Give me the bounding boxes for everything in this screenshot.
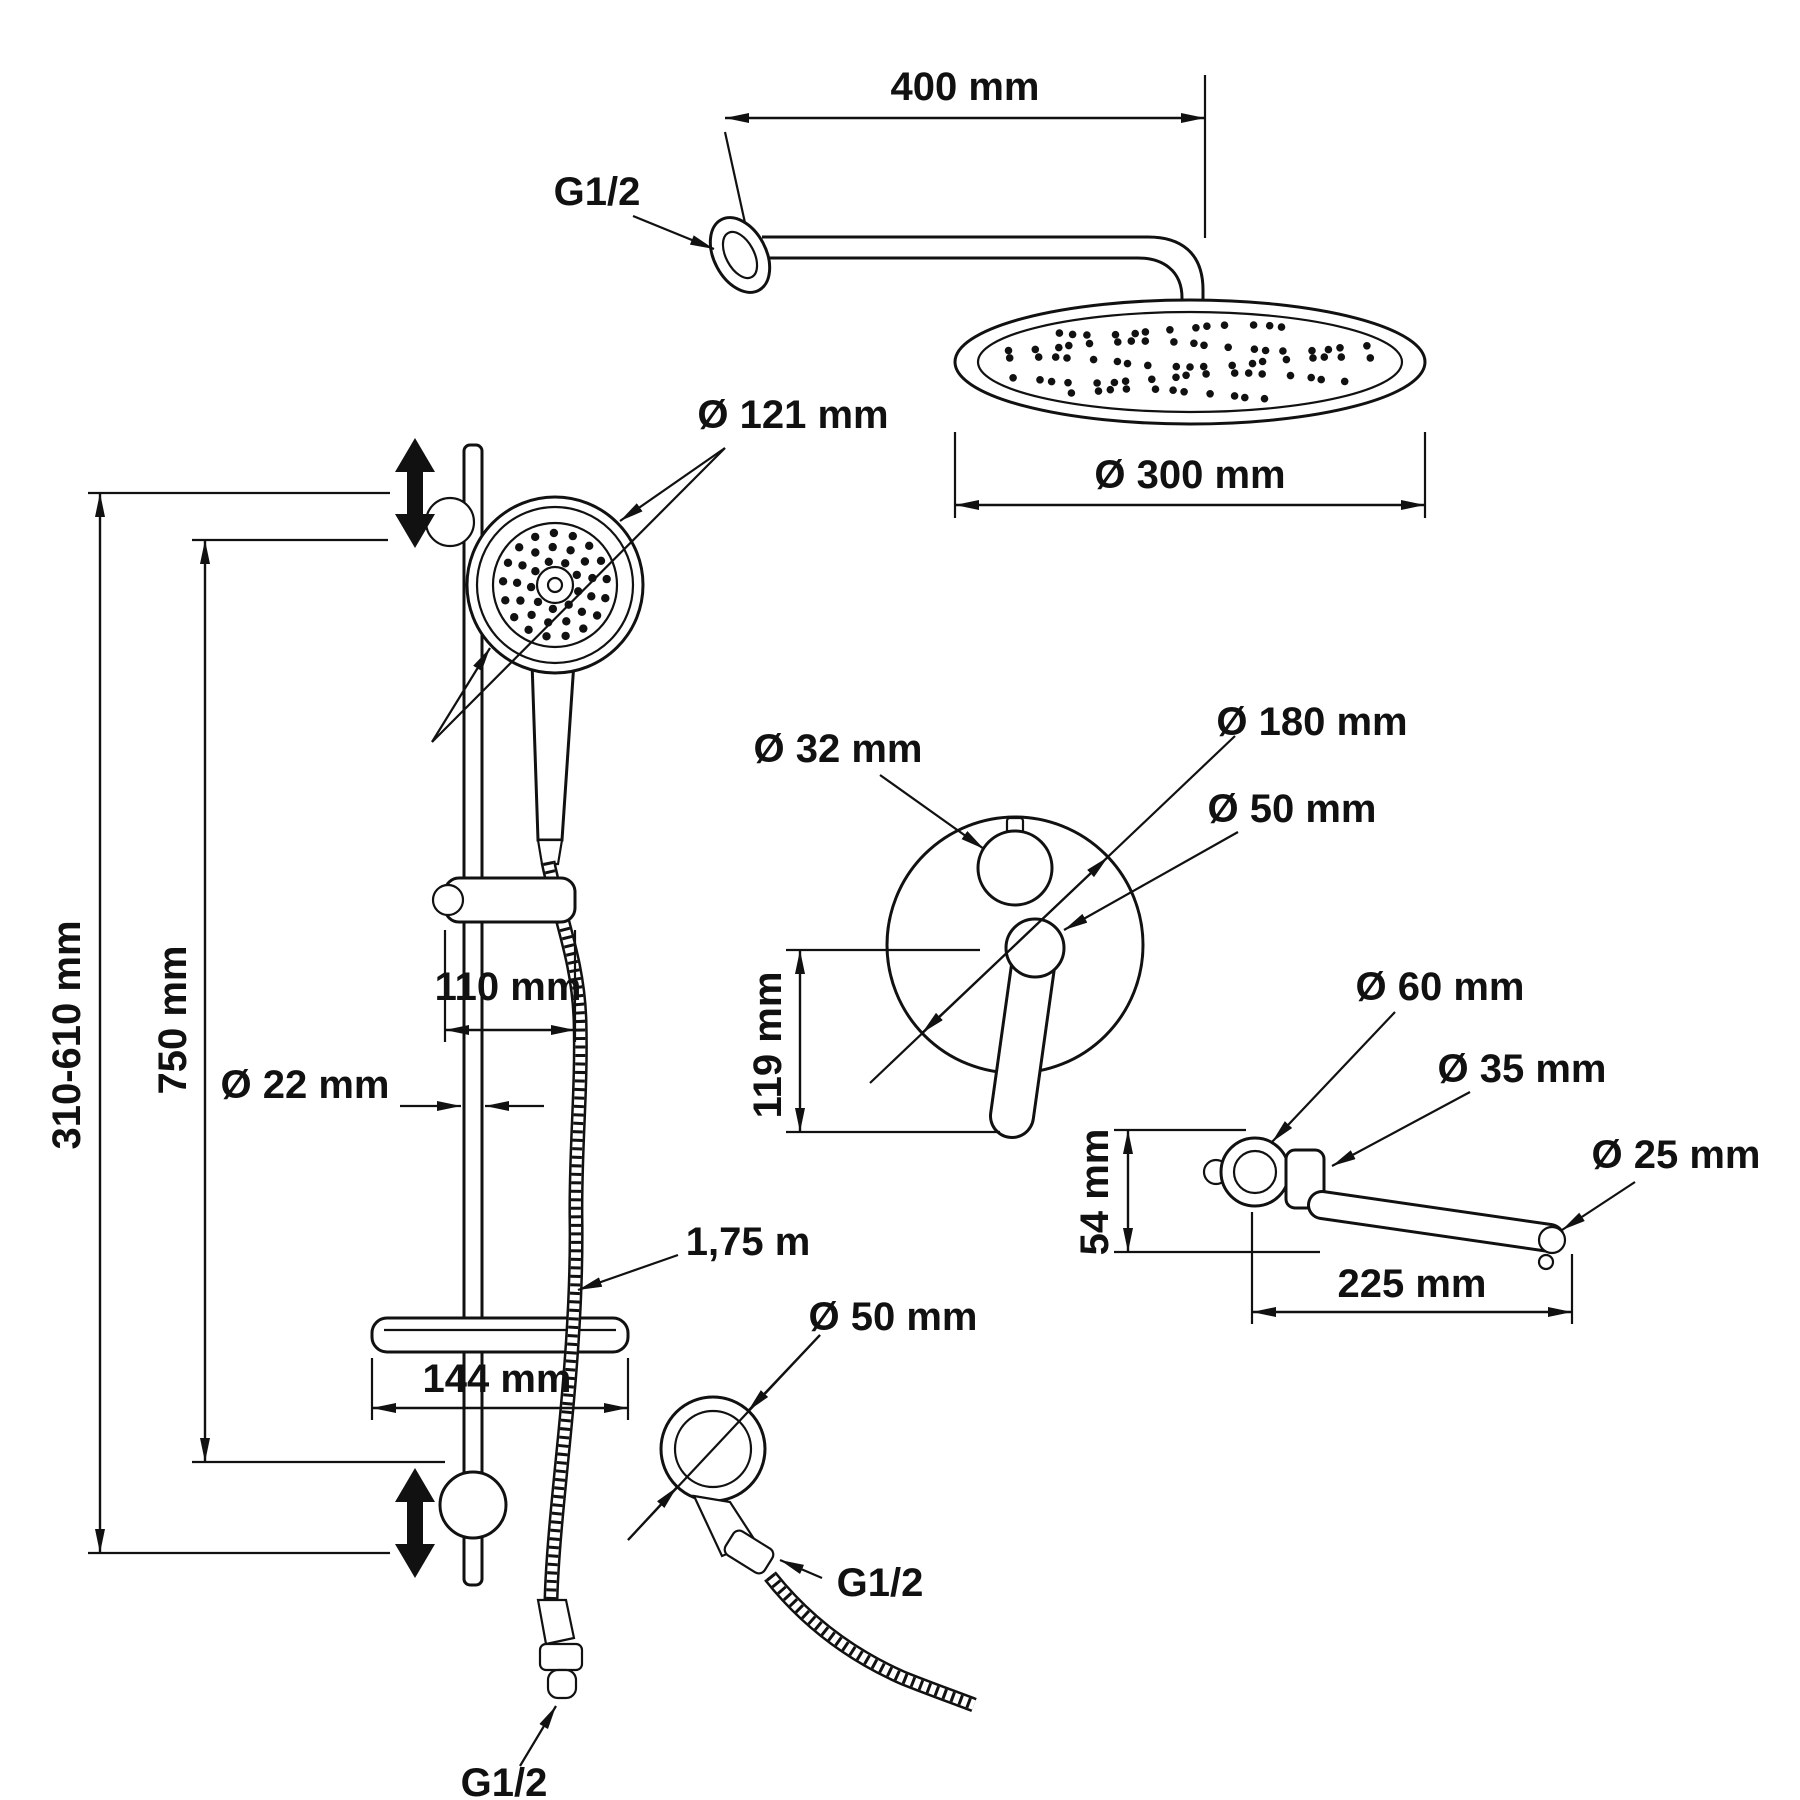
arm-wall-flange <box>708 216 772 294</box>
label-50mm-outlet: Ø 50 mm <box>809 1295 978 1339</box>
mixer-lever <box>989 917 1066 1139</box>
label-g12-hose: G1/2 <box>461 1761 548 1800</box>
label-hose-length: 1,75 m <box>686 1220 811 1264</box>
label-32mm: Ø 32 mm <box>754 727 923 771</box>
callout-g12-outlet: G1/2 <box>779 1558 924 1605</box>
dim-54mm: 54 mm <box>1073 1129 1320 1256</box>
hand-shower-nozzles <box>498 528 611 641</box>
bar-top-mount <box>424 496 476 548</box>
adjustability-arrows <box>395 438 435 1578</box>
callout-35mm: Ø 35 mm <box>1331 1047 1607 1167</box>
dim-310-610mm: 310-610 mm <box>45 491 390 1555</box>
callout-121mm: Ø 121 mm <box>431 393 889 743</box>
dim-label-22: Ø 22 mm <box>221 1063 390 1107</box>
hand-shower <box>465 495 645 866</box>
mixer-knob <box>976 829 1054 907</box>
dim-label-300mm: Ø 300 mm <box>1094 453 1285 497</box>
dim-label-225: 225 mm <box>1338 1262 1487 1306</box>
label-60mm: Ø 60 mm <box>1356 965 1525 1009</box>
hose-end-fitting <box>536 1598 584 1700</box>
outlet-hose <box>764 1571 977 1712</box>
callout-180mm: Ø 180 mm <box>869 700 1408 1084</box>
label-g12-outlet: G1/2 <box>837 1561 924 1605</box>
dim-400mm: 400 mm <box>723 65 1207 238</box>
dim-750mm: 750 mm <box>151 538 445 1464</box>
spout-tube <box>1307 1190 1567 1271</box>
callout-60mm: Ø 60 mm <box>1271 965 1525 1143</box>
outlet-connector <box>692 1494 775 1575</box>
label-121mm: Ø 121 mm <box>697 393 888 437</box>
dim-label-119: 119 mm <box>746 972 790 1119</box>
wall-spout: Ø 60 mm Ø 35 mm Ø 25 mm 54 mm 225 mm <box>1073 965 1760 1324</box>
callout-g12-hose: G1/2 <box>461 1705 557 1800</box>
callout-50mm-outlet: Ø 50 mm <box>627 1295 978 1541</box>
dim-119mm: 119 mm <box>746 948 1000 1134</box>
dim-144mm: 144 mm <box>370 1357 630 1420</box>
hand-shower-handle <box>530 660 576 842</box>
spout-aerator <box>1537 1253 1555 1271</box>
shower-arm <box>762 235 1205 303</box>
label-25mm: Ø 25 mm <box>1592 1133 1761 1177</box>
rain-shower-head <box>953 298 1427 426</box>
callout-25mm: Ø 25 mm <box>1561 1133 1761 1231</box>
label-35mm: Ø 35 mm <box>1438 1047 1607 1091</box>
callout-g12-arm: G1/2 <box>554 170 715 251</box>
dim-label-54: 54 mm <box>1073 1129 1117 1256</box>
dim-label-750: 750 mm <box>151 946 195 1095</box>
hose-wall-outlet: Ø 50 mm G1/2 <box>627 1295 978 1712</box>
rain-shower-assembly: 400 mm G1/2 Ø 300 mm <box>554 65 1427 518</box>
dim-label-400mm: 400 mm <box>891 65 1040 109</box>
dim-label-144: 144 mm <box>423 1357 572 1401</box>
mixer-valve: Ø 180 mm Ø 32 mm Ø 50 mm 119 mm <box>746 700 1408 1139</box>
bar-end-knob <box>438 1470 508 1540</box>
callout-32mm: Ø 32 mm <box>754 727 985 850</box>
label-g12-arm: G1/2 <box>554 170 641 214</box>
label-180mm: Ø 180 mm <box>1216 700 1407 744</box>
slide-bar-assembly: Ø 121 mm 310-610 mm <box>45 393 889 1800</box>
callout-50mm-valve: Ø 50 mm <box>1063 787 1377 931</box>
dim-label-110: 110 mm <box>435 965 582 1009</box>
soap-dish <box>370 1316 630 1354</box>
rain-head-nozzles <box>1004 321 1375 403</box>
dim-300mm: Ø 300 mm <box>953 432 1427 518</box>
dim-label-310-610: 310-610 mm <box>45 920 89 1149</box>
slide-bar <box>462 443 484 1587</box>
label-50mm-valve: Ø 50 mm <box>1208 787 1377 831</box>
dim-225mm: 225 mm <box>1250 1212 1574 1324</box>
dim-22mm: Ø 22 mm <box>221 1063 544 1111</box>
callout-hose-length: 1,75 m <box>577 1220 811 1292</box>
slider-holder <box>431 876 577 924</box>
dim-110mm: 110 mm <box>435 930 582 1042</box>
